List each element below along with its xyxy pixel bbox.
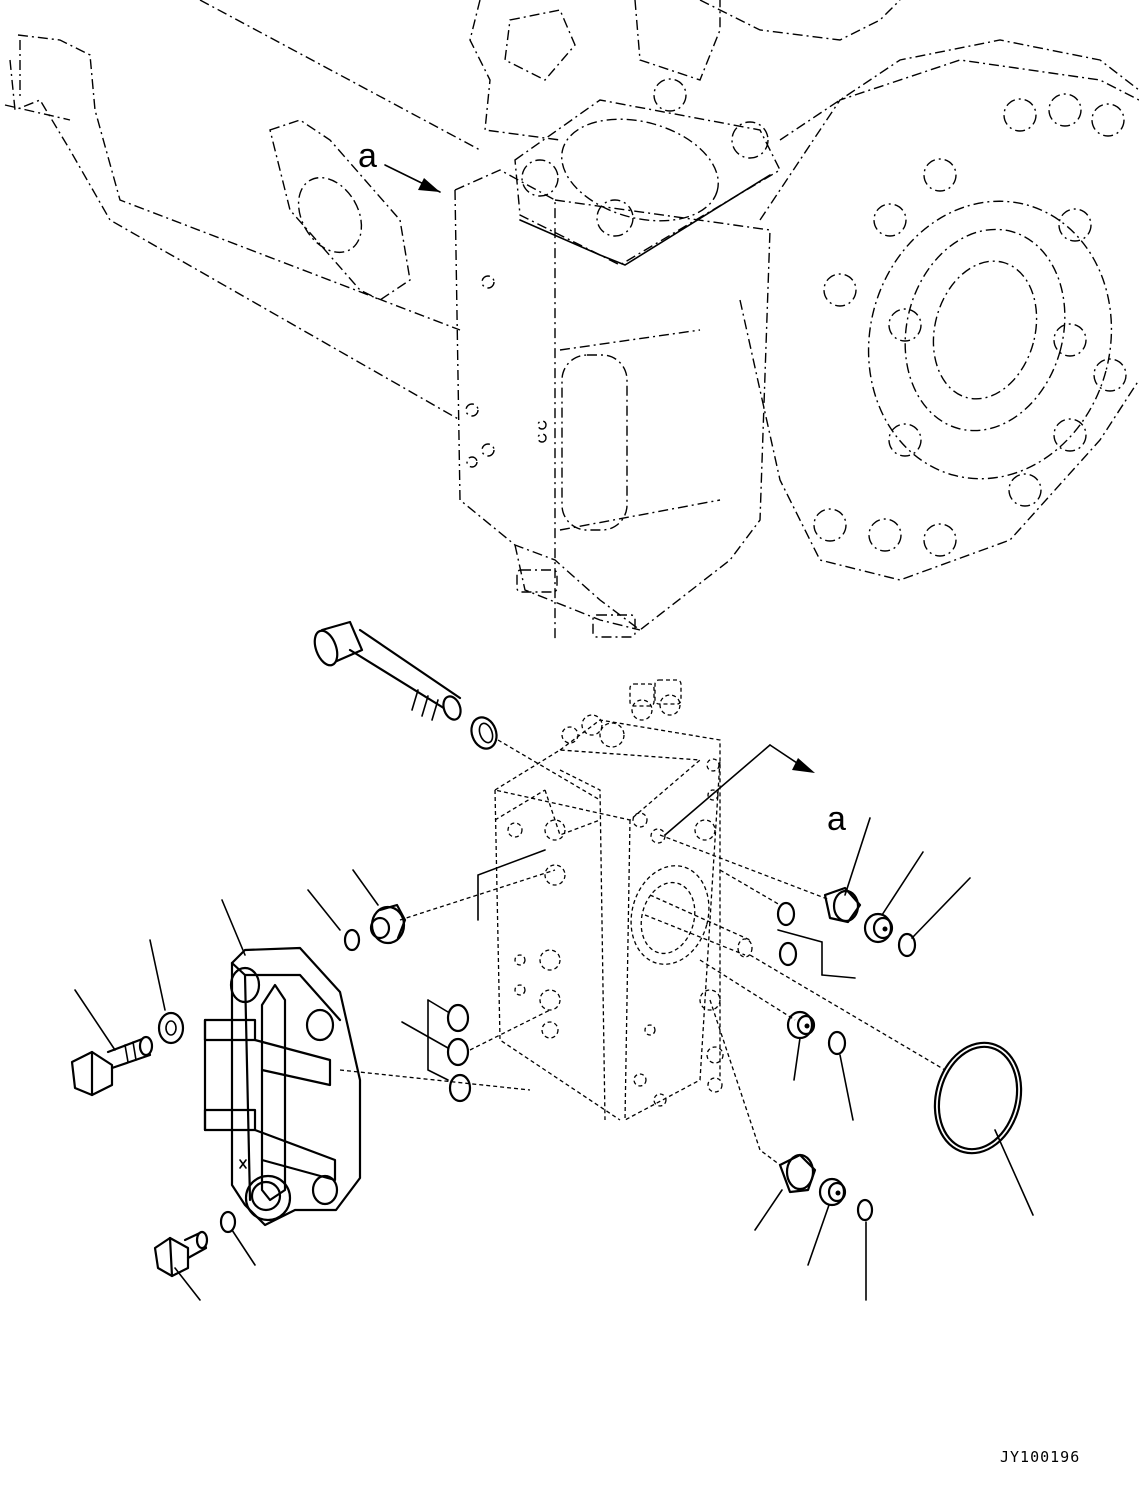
washer-cover (157, 1011, 185, 1045)
axle-housing-phantom (4, 0, 1139, 640)
o-ring-right-top (897, 932, 917, 958)
leader-cover-plate (221, 899, 246, 956)
leader-o-ring-right-middle (839, 1054, 854, 1121)
o-ring-lower-left (219, 1210, 237, 1234)
leader-o-ring-lower-left (231, 1229, 256, 1266)
long-bolt (313, 620, 462, 721)
reference-arrow-upper: a (358, 137, 441, 193)
cover-plate (203, 946, 531, 1227)
cover-bolt (70, 1035, 154, 1097)
washer-upper (470, 716, 601, 801)
o-ring-right-lower (856, 1198, 874, 1222)
dotted-path-right-middle (699, 959, 796, 1021)
bracket-leader-upper (477, 849, 546, 921)
leader-plug-bolt-lower (174, 1267, 201, 1301)
plug-bolt-lower (153, 1230, 209, 1278)
plug-left (369, 869, 556, 945)
reference-label-upper: a (358, 137, 377, 175)
valve-body (493, 679, 753, 1122)
leader-plug-right-upper (844, 817, 871, 896)
leader-o-ring-right-top (911, 877, 971, 939)
plug-right-middle (786, 1010, 816, 1040)
leader-o-ring-small-left (307, 889, 341, 931)
leader-plug-right-lower (754, 1189, 783, 1231)
plug-right-upper (659, 834, 862, 924)
plug-cap-right-lower (818, 1177, 847, 1207)
plug-right-lower (709, 999, 817, 1194)
plug-cap-right (863, 912, 894, 944)
leader-plug-right-middle (793, 1037, 801, 1081)
drawing-code: JY100196 (1000, 1448, 1080, 1466)
large-o-ring (749, 954, 1023, 1155)
o-ring-right-pair (719, 869, 856, 979)
reference-label-lower: a (827, 800, 846, 838)
leader-plug-left (352, 869, 379, 906)
leader-washer-cover (149, 939, 166, 1011)
reference-arrow-lower: a (664, 744, 846, 838)
leader-plug-cap-right-lower (807, 1204, 830, 1266)
leader-plug-cap-right (881, 851, 924, 916)
leader-large-o-ring (994, 1129, 1034, 1216)
leader-cover-bolt (74, 989, 116, 1051)
o-ring-small-left (343, 928, 361, 952)
o-ring-right-middle (827, 1030, 847, 1056)
o-ring-cluster (401, 999, 551, 1103)
